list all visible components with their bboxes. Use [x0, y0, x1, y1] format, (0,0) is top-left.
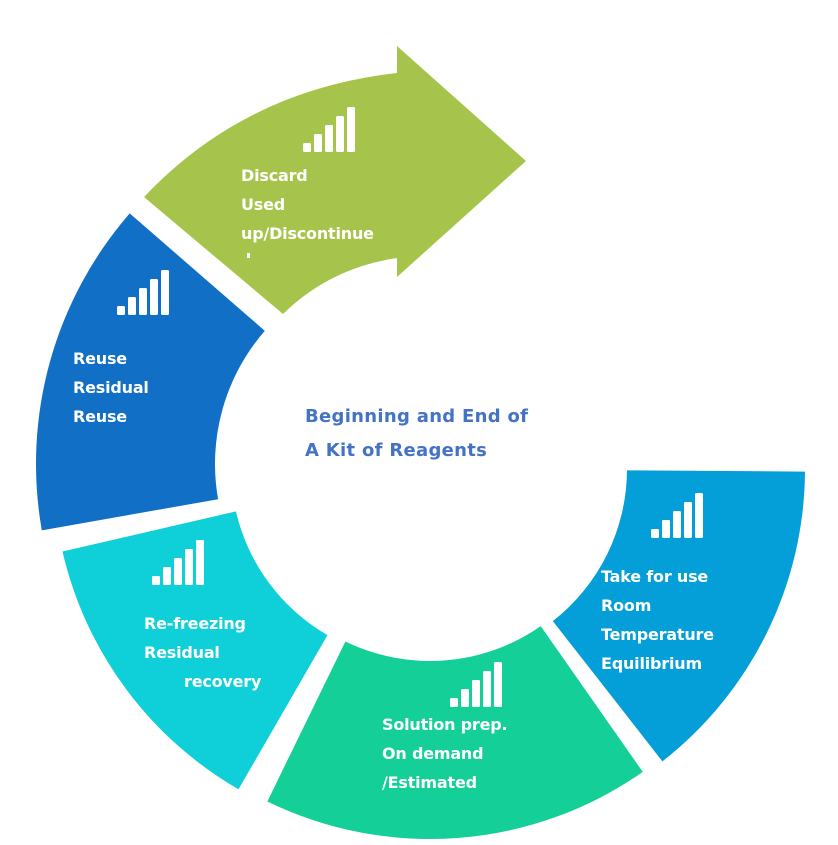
signal-bar — [684, 502, 692, 538]
signal-bar — [128, 297, 136, 315]
signal-bars-icon — [303, 107, 355, 152]
signal-bar — [314, 134, 322, 152]
signal-bar — [336, 116, 344, 152]
signal-bar — [196, 540, 204, 585]
label-solution-prep: Solution prep. On demand /Estimated — [382, 710, 508, 797]
label-line: Temperature — [601, 625, 714, 644]
signal-bar — [450, 698, 458, 707]
signal-bar — [325, 125, 333, 152]
signal-bar — [174, 558, 182, 585]
label-line: On demand — [382, 744, 484, 763]
label-line: Discard — [241, 166, 308, 185]
signal-bar — [673, 511, 681, 538]
signal-bars-icon — [117, 270, 169, 315]
segment-solution-prep — [267, 626, 643, 839]
label-line: Take for use — [601, 567, 709, 586]
label-line: /Estimated — [382, 773, 477, 792]
signal-bars-icon — [152, 540, 204, 585]
label-line: recovery — [184, 672, 262, 691]
signal-bar — [494, 662, 502, 707]
signal-bar — [472, 680, 480, 707]
label-line: up/Discontinue — [241, 224, 374, 243]
signal-bar — [163, 567, 171, 585]
label-line: Reuse — [73, 349, 127, 368]
label-discard: Discard Used up/Discontinue — [241, 161, 374, 248]
label-line: Used — [241, 195, 286, 214]
label-line: Residual — [73, 378, 149, 397]
signal-bar — [139, 288, 147, 315]
segment-take-for-use — [552, 470, 805, 762]
segment-re-freezing — [62, 511, 328, 790]
label-take-for-use: Take for use Room Temperature Equilibriu… — [601, 562, 714, 678]
label-line: Re-freezing — [144, 614, 246, 633]
signal-bar — [662, 520, 670, 538]
diagram-title: Beginning and End of A Kit of Reagents — [305, 400, 528, 468]
label-re-freezing: Re-freezing Residual recovery — [144, 609, 261, 696]
label-line: Residual — [144, 643, 220, 662]
signal-bars-icon — [450, 662, 502, 707]
signal-bar — [152, 576, 160, 585]
label-reuse: Reuse Residual Reuse — [73, 344, 149, 431]
title-line-1: Beginning and End of — [305, 406, 529, 427]
signal-bar — [185, 549, 193, 585]
signal-bar — [461, 689, 469, 707]
signal-bar — [161, 270, 169, 315]
label-line: Reuse — [73, 407, 127, 426]
truncated-text-mark — [247, 253, 250, 258]
signal-bar — [695, 493, 703, 538]
signal-bar — [303, 143, 311, 152]
label-line: Solution prep. — [382, 715, 508, 734]
signal-bar — [651, 529, 659, 538]
signal-bar — [483, 671, 491, 707]
label-line: Room — [601, 596, 652, 615]
segment-discard-arrow — [144, 46, 526, 314]
signal-bar — [150, 279, 158, 315]
signal-bar — [117, 306, 125, 315]
label-line: Equilibrium — [601, 654, 702, 673]
signal-bar — [347, 107, 355, 152]
signal-bars-icon — [651, 493, 703, 538]
segment-reuse — [35, 213, 265, 531]
title-line-2: A Kit of Reagents — [305, 440, 488, 461]
